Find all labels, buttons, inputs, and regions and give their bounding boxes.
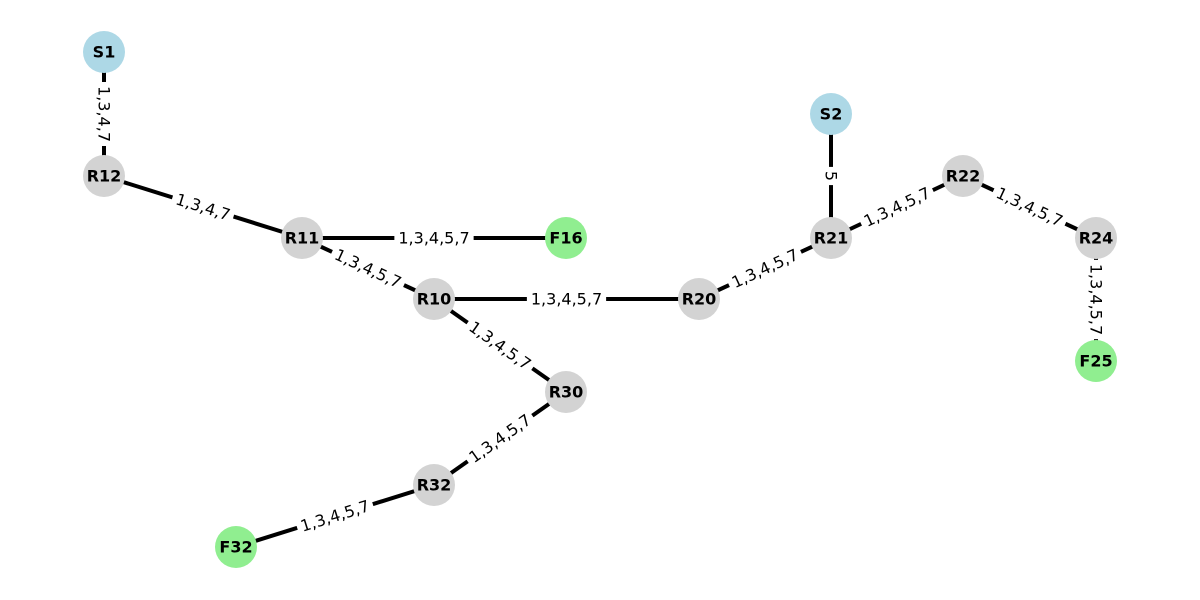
edge-label: 1,3,4,5,7: [531, 290, 602, 309]
node-s1: S1: [83, 31, 125, 73]
edge-label-background: [820, 166, 842, 186]
node-r21: R21: [810, 217, 852, 259]
edge-label: 1,3,4,5,7: [861, 183, 934, 230]
edge-label: 5: [822, 171, 841, 181]
edge-label: 1,3,4,5,7: [465, 410, 534, 467]
edge-label-background: [294, 494, 376, 538]
node-r11: R11: [281, 217, 323, 259]
edge-r10-r30: 1,3,4,5,7: [432, 297, 568, 394]
edge-label-background: [1085, 259, 1107, 340]
edge-r20-r21: 1,3,4,5,7: [698, 236, 832, 301]
edge-label-background: [327, 242, 409, 295]
node-label: R21: [814, 229, 849, 248]
node-circle: [678, 278, 720, 320]
node-f32: F32: [215, 526, 257, 568]
edge-label: 1,3,4,5,7: [398, 229, 469, 248]
node-circle: [83, 155, 125, 197]
node-label: F32: [219, 538, 252, 557]
node-circle: [810, 93, 852, 135]
edge-r12-r11: 1,3,4,7: [103, 174, 303, 240]
edge-label-group: 1,3,4,5,7: [394, 227, 474, 249]
edge-label-background: [169, 187, 237, 227]
node-r22: R22: [942, 155, 984, 197]
edge-r30-r32: 1,3,4,5,7: [432, 390, 568, 487]
edge-label-group: 1,3,4,7: [93, 82, 115, 146]
node-circle: [942, 155, 984, 197]
edge-label-group: 1,3,4,5,7: [461, 314, 539, 377]
node-label: R30: [549, 383, 584, 402]
edge-r32-f32: 1,3,4,5,7: [235, 483, 435, 549]
node-r24: R24: [1075, 217, 1117, 259]
node-label: R20: [682, 290, 717, 309]
edge-label-background: [461, 314, 539, 377]
node-circle: [281, 217, 323, 259]
node-s2: S2: [810, 93, 852, 135]
edge-r10-r20: 1,3,4,5,7: [434, 288, 699, 310]
edge-label-background: [394, 227, 474, 249]
node-circle: [545, 217, 587, 259]
node-label: R11: [285, 229, 320, 248]
node-label: F25: [1079, 352, 1112, 371]
edge-label: 1,3,4,5,7: [465, 317, 534, 374]
edge-label: 1,3,4,5,7: [1087, 264, 1106, 335]
edge-r22-r24: 1,3,4,5,7: [962, 174, 1097, 240]
node-circle: [1075, 340, 1117, 382]
node-r12: R12: [83, 155, 125, 197]
edge-label: 1,3,4,7: [173, 190, 232, 225]
edge-label-background: [989, 180, 1070, 234]
edge-label-group: 1,3,4,5,7: [724, 242, 806, 295]
node-label: R10: [417, 290, 452, 309]
edge-label-background: [461, 407, 539, 470]
node-label: S2: [820, 105, 843, 124]
node-circle: [215, 526, 257, 568]
edge-label-background: [526, 288, 607, 310]
edge-label-background: [93, 82, 115, 146]
edge-label-group: 1,3,4,5,7: [856, 180, 938, 234]
edge-label-group: 1,3,4,5,7: [989, 180, 1070, 234]
edge-label-group: 5: [820, 166, 842, 186]
edge-label-group: 1,3,4,5,7: [461, 407, 539, 470]
node-f25: F25: [1075, 340, 1117, 382]
node-r32: R32: [413, 464, 455, 506]
node-f16: F16: [545, 217, 587, 259]
node-r10: R10: [413, 278, 455, 320]
node-r20: R20: [678, 278, 720, 320]
edge-label: 1,3,4,7: [95, 86, 114, 142]
node-label: R22: [946, 167, 981, 186]
node-label: F16: [549, 229, 582, 248]
node-label: R12: [87, 167, 122, 186]
edges-layer: 1,3,4,71,3,4,71,3,4,5,71,3,4,5,71,3,4,5,…: [93, 52, 1107, 549]
node-circle: [810, 217, 852, 259]
edge-label: 1,3,4,5,7: [729, 245, 802, 292]
node-circle: [413, 278, 455, 320]
edge-label-group: 1,3,4,7: [169, 187, 237, 227]
node-circle: [83, 31, 125, 73]
edge-label-group: 1,3,4,5,7: [294, 494, 376, 538]
edge-r21-r22: 1,3,4,5,7: [830, 174, 964, 240]
node-r30: R30: [545, 371, 587, 413]
edge-label-group: 1,3,4,5,7: [526, 288, 607, 310]
node-circle: [1075, 217, 1117, 259]
node-label: R32: [417, 476, 452, 495]
node-circle: [545, 371, 587, 413]
edge-label-group: 1,3,4,5,7: [1085, 259, 1107, 340]
edge-label: 1,3,4,5,7: [332, 245, 405, 292]
edge-label-background: [856, 180, 938, 234]
node-label: R24: [1079, 229, 1114, 248]
edge-label: 1,3,4,5,7: [298, 496, 372, 535]
edge-label: 1,3,4,5,7: [993, 183, 1066, 230]
node-label: S1: [93, 43, 116, 62]
node-circle: [413, 464, 455, 506]
edge-r11-f16: 1,3,4,5,7: [302, 227, 566, 249]
edge-label-group: 1,3,4,5,7: [327, 242, 409, 295]
edge-label-background: [724, 242, 806, 295]
